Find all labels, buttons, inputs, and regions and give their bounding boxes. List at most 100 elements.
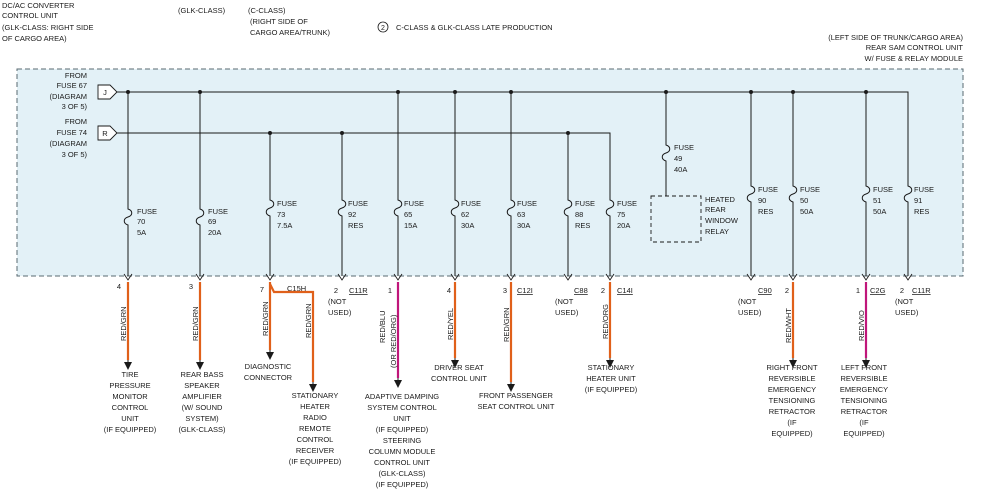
note-circle-icon <box>377 21 389 33</box>
dest-label-line: TENSIONING <box>769 396 816 405</box>
fuse-label-line: 20A <box>208 228 221 237</box>
fuse-label-line: 30A <box>517 221 530 230</box>
feed-wire <box>568 132 611 198</box>
heated-rear-window-relay: HEATED REAR WINDOW RELAY <box>650 195 739 243</box>
fuse-label-line: 49 <box>674 154 682 163</box>
dest-label-line: (IF EQUIPPED) <box>104 425 157 434</box>
fuse-label-line: FUSE <box>461 199 481 208</box>
dest-label-line: (W/ SOUND <box>182 403 223 412</box>
fuse-icon <box>265 198 275 218</box>
fuse-icon <box>450 198 460 218</box>
source-fuse-74: FROM FUSE 74 (DIAGRAM 3 OF 5) R <box>50 117 118 159</box>
fuse-label-line: RES <box>758 207 773 216</box>
dest-label-line: RETRACTOR <box>841 407 888 416</box>
dest-label-line: SYSTEM) <box>185 414 219 423</box>
fuse-label-line: FUSE <box>208 207 228 216</box>
connector-id: C11R <box>912 286 931 295</box>
wire-color-label: RED/BLU <box>378 310 387 343</box>
wire-color-label: RED/GRN <box>502 307 511 342</box>
dest-label-line: SEAT CONTROL UNIT <box>478 402 555 411</box>
fuse-label-line: 7.5A <box>277 221 292 230</box>
dest-label-line: SYSTEM CONTROL <box>367 403 437 412</box>
pin-terminal-icon <box>746 273 756 281</box>
pin-number: 2 <box>900 286 904 295</box>
dest-label-line: CONTROL UNIT <box>431 374 487 383</box>
fuse-label-line: 73 <box>277 210 285 219</box>
not-used-label: USED) <box>895 308 919 317</box>
rear-sam-module-panel <box>16 68 964 277</box>
fuse-icon <box>195 207 205 227</box>
fuse-icon <box>563 198 573 218</box>
note-text: C-CLASS & GLK-CLASS LATE PRODUCTION <box>396 23 553 32</box>
wire-color-label: RED/ORG <box>601 304 610 339</box>
not-used-label: (NOT <box>895 297 914 306</box>
source-label-line: (DIAGRAM <box>50 139 88 148</box>
fuse-73: FUSE 73 7.5A <box>265 198 297 276</box>
pin-terminals: 4 3 7 C15H 2 C11R 1 4 3 C12I C88 2 C14I … <box>117 273 931 295</box>
fuse-65: FUSE 65 15A <box>393 198 424 276</box>
dest-stationary-heater-radio-receiver: STATIONARY HEATER RADIO REMOTE CONTROL R… <box>289 391 342 466</box>
dest-label-line: HEATER UNIT <box>586 374 636 383</box>
fuse-label-line: 92 <box>348 210 356 219</box>
fuse-label-line: 88 <box>575 210 583 219</box>
fuse-91: FUSE 91 RES <box>903 184 934 276</box>
dest-tire-pressure-monitor: TIRE PRESSURE MONITOR CONTROL UNIT (IF E… <box>104 370 157 434</box>
wire-color-label: (OR RED/ORG) <box>389 314 398 368</box>
wire-color-label: RED/VIO <box>857 310 866 341</box>
connector-id: C12I <box>517 286 533 295</box>
fuse-icon <box>661 143 671 163</box>
not-used-label: (NOT <box>555 297 574 306</box>
pin-number: 2 <box>785 286 789 295</box>
fuse-label-line: RES <box>575 221 590 230</box>
dest-driver-seat-control: DRIVER SEAT CONTROL UNIT <box>431 363 487 383</box>
dest-label-line: (IF EQUIPPED) <box>376 425 429 434</box>
header-location-line: CARGO AREA/TRUNK) <box>250 28 331 37</box>
connector-letter: J <box>103 88 107 97</box>
fuse-label-line: FUSE <box>137 207 157 216</box>
dest-label-line: (GLK-CLASS) <box>378 469 426 478</box>
dest-stationary-heater-unit: STATIONARY HEATER UNIT (IF EQUIPPED) <box>585 363 638 394</box>
source-label-line: FUSE 67 <box>57 81 87 90</box>
pin-terminal-icon <box>605 273 615 281</box>
fuse-88: FUSE 88 RES <box>563 198 595 276</box>
dest-label-line: DIAGNOSTIC <box>245 362 292 371</box>
dest-label-line: ADAPTIVE DAMPING <box>365 392 439 401</box>
not-used-labels: (NOT USED) (NOT USED) (NOT USED) (NOT US… <box>328 297 919 317</box>
fuse-label-line: 62 <box>461 210 469 219</box>
dest-label-line: STEERING <box>383 436 422 445</box>
dest-label-line: CONTROL UNIT <box>374 458 430 467</box>
fuse-50: FUSE 50 50A <box>788 184 820 276</box>
dest-label-line: MONITOR <box>112 392 148 401</box>
fuse-label-line: 50A <box>800 207 813 216</box>
dest-label-line: EQUIPPED) <box>771 429 813 438</box>
fuse-label-line: 30A <box>461 221 474 230</box>
fuse-63: FUSE 63 30A <box>506 198 537 276</box>
note-number: 2 <box>381 25 385 32</box>
header-top-left-line: OF CARGO AREA) <box>2 34 67 43</box>
dest-label-line: CONTROL <box>297 435 334 444</box>
fuse-49: FUSE 49 40A <box>661 143 694 196</box>
relay-label-line: REAR <box>705 205 726 214</box>
fuse-label-line: FUSE <box>914 185 934 194</box>
pin-terminal-icon <box>563 273 573 281</box>
dest-front-passenger-seat-control: FRONT PASSENGER SEAT CONTROL UNIT <box>478 391 555 411</box>
header-c-class: (C-CLASS) <box>248 6 286 15</box>
fuse-label-line: 70 <box>137 217 145 226</box>
dest-label-line: RETRACTOR <box>769 407 816 416</box>
wire-red-grn <box>269 283 315 382</box>
pin-terminal-icon <box>393 273 403 281</box>
header-top-left-line: (GLK-CLASS: RIGHT SIDE <box>2 23 94 32</box>
source-fuse-67: FROM FUSE 67 (DIAGRAM 3 OF 5) J <box>50 71 118 111</box>
fuse-label-line: FUSE <box>617 199 637 208</box>
connector-id: C88 <box>574 286 588 295</box>
dest-label-line: (IF <box>787 418 797 427</box>
fuse-icon <box>861 184 871 204</box>
dest-label-line: (IF EQUIPPED) <box>376 480 429 489</box>
dest-rear-bass-speaker-amp: REAR BASS SPEAKER AMPLIFIER (W/ SOUND SY… <box>178 370 226 434</box>
fuse-label-line: 69 <box>208 217 216 226</box>
fuse-label-line: 40A <box>674 165 687 174</box>
source-label-line: 3 OF 5) <box>62 150 88 159</box>
fuse-label-line: 75 <box>617 210 625 219</box>
source-label-line: 3 OF 5) <box>62 102 88 111</box>
pin-number: 4 <box>447 286 451 295</box>
